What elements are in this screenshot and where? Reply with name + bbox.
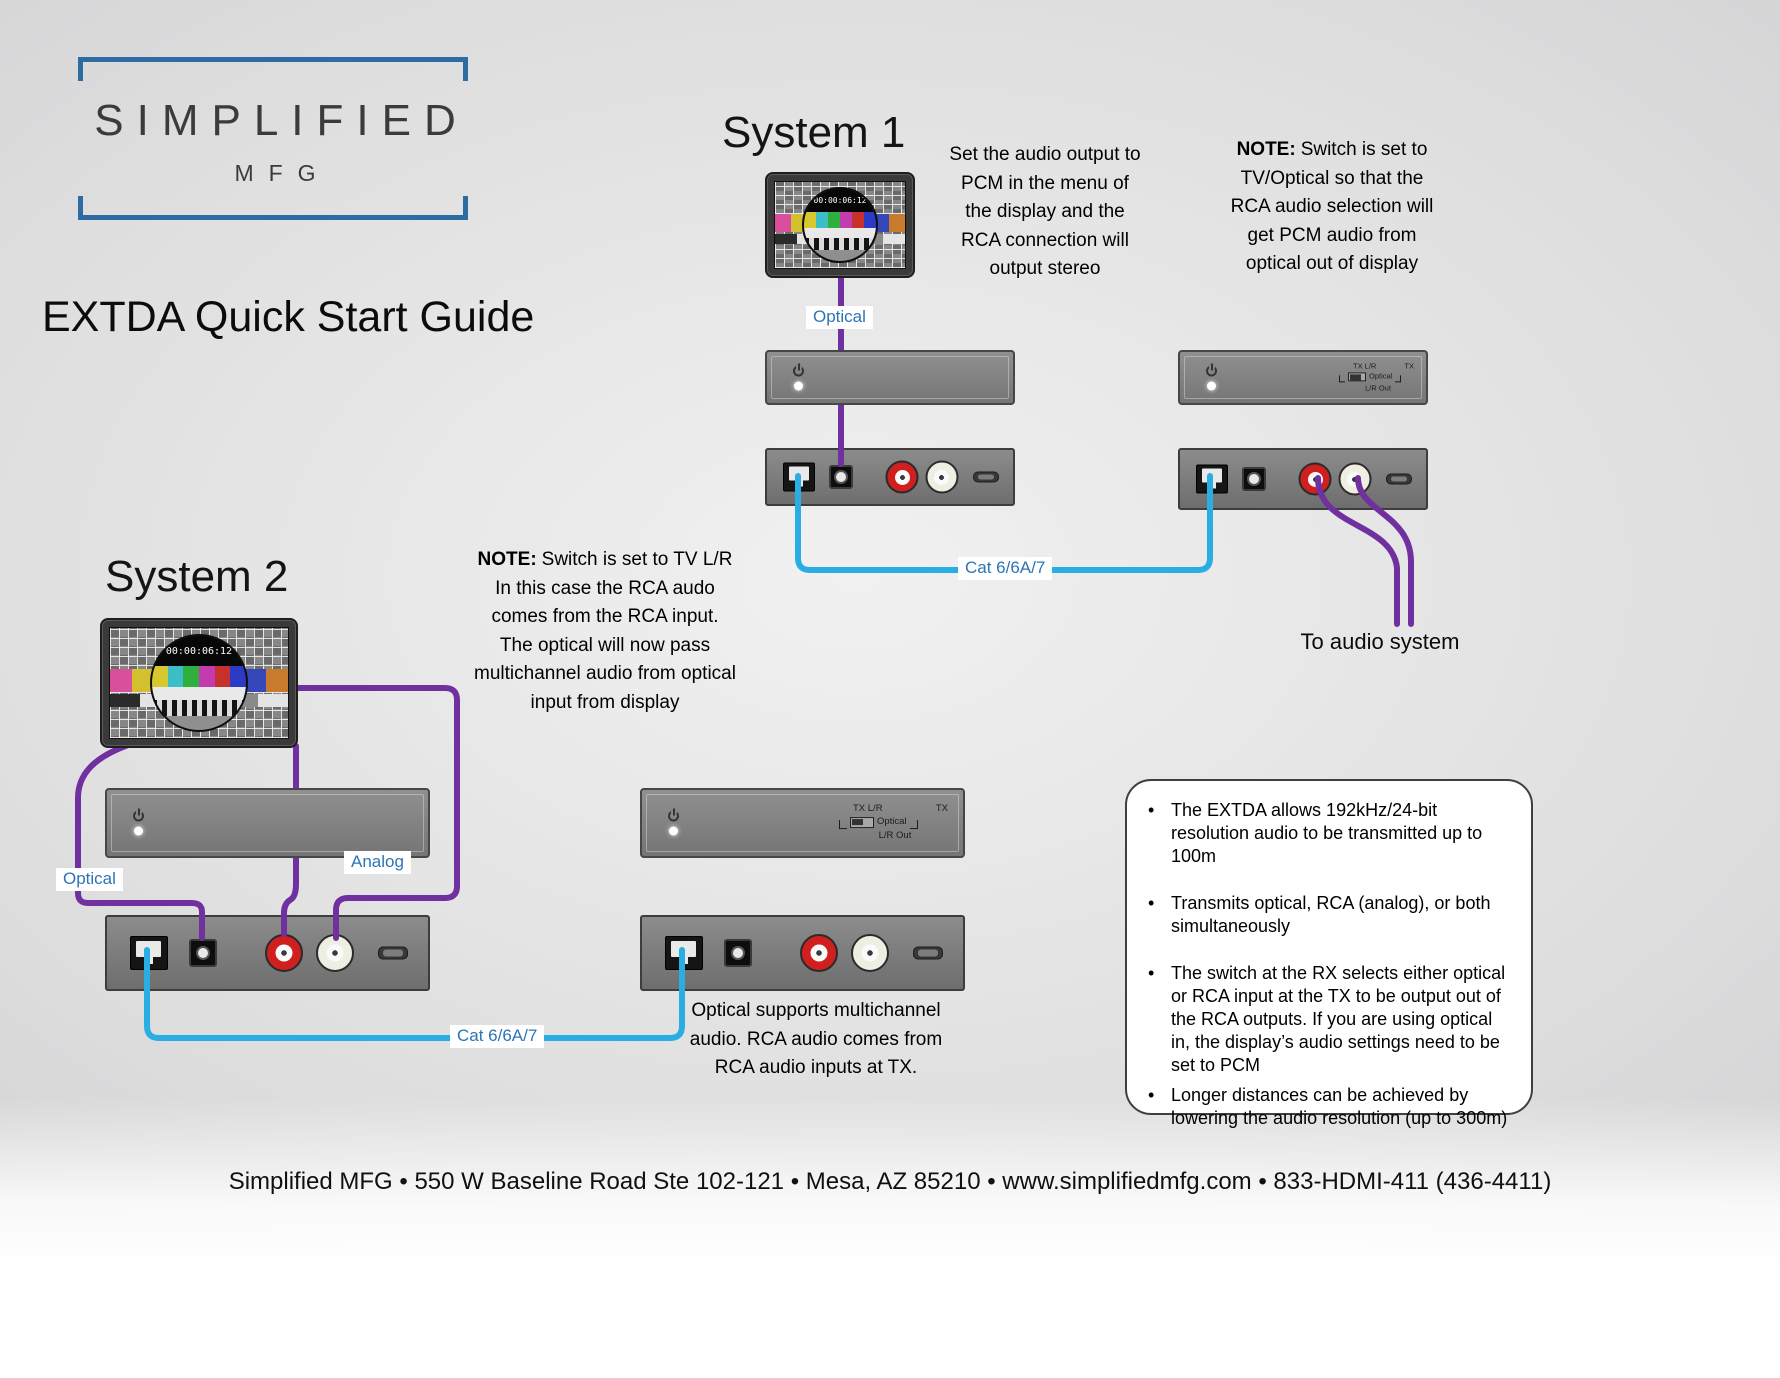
power-led bbox=[134, 826, 143, 836]
rca-white-port bbox=[315, 934, 354, 972]
extender-rear-s2-right bbox=[640, 915, 965, 991]
tv-timestamp-1: 00:00:06:12 bbox=[813, 196, 867, 206]
info-bullet: Longer distances can be achieved by lowe… bbox=[1137, 1084, 1515, 1130]
system1-heading: System 1 bbox=[722, 108, 906, 157]
rj45-port bbox=[129, 936, 168, 970]
audio-source-switch-panel: TX L/R TX Optical L/R Out bbox=[839, 803, 951, 842]
power-indicator bbox=[133, 810, 144, 836]
bracket-mark bbox=[909, 820, 918, 829]
note-text: Switch is set to TV/Optical so that the … bbox=[1230, 139, 1434, 274]
tv-display-1: 00:00:06:12 bbox=[765, 172, 915, 278]
usb-port bbox=[972, 471, 999, 483]
rca-white-port bbox=[925, 460, 959, 494]
bracket-mark bbox=[1395, 375, 1402, 383]
rj45-port bbox=[782, 462, 815, 492]
logo-bracket-bottom bbox=[78, 196, 468, 220]
tx-label: TX bbox=[1404, 360, 1414, 370]
optical-port bbox=[189, 939, 218, 967]
power-indicator bbox=[668, 810, 679, 836]
bracket-mark bbox=[839, 820, 847, 829]
selector-switch bbox=[850, 817, 874, 828]
power-icon bbox=[1206, 365, 1217, 376]
extender-rear-s1-right bbox=[1178, 448, 1428, 510]
info-bullet: Transmits optical, RCA (analog), or both… bbox=[1137, 892, 1515, 938]
rca-red-port bbox=[264, 934, 303, 972]
power-icon bbox=[668, 810, 679, 822]
rj45-port bbox=[664, 936, 703, 970]
power-indicator bbox=[1206, 365, 1217, 390]
info-bullet: The EXTDA allows 192kHz/24-bit resolutio… bbox=[1137, 799, 1515, 868]
test-pattern-circle: 00:00:06:12 bbox=[802, 187, 878, 263]
rca-white-port bbox=[1338, 462, 1372, 496]
optical-switch-label: Optical bbox=[1369, 371, 1393, 381]
test-pattern-1: 00:00:06:12 bbox=[774, 181, 906, 269]
usb-port bbox=[1385, 473, 1412, 485]
color-bars bbox=[152, 666, 246, 687]
system2-heading: System 2 bbox=[105, 552, 289, 601]
info-box: The EXTDA allows 192kHz/24-bit resolutio… bbox=[1125, 779, 1533, 1128]
logo-brand-text: SIMPLIFIED bbox=[94, 96, 469, 145]
cat-cable-label-s2: Cat 6/6A/7 bbox=[450, 1025, 545, 1048]
selector-switch bbox=[1348, 372, 1366, 382]
rca-red-port bbox=[1298, 462, 1332, 496]
tx-lr-label: TX L/R bbox=[1353, 360, 1377, 370]
optical-port bbox=[1241, 467, 1266, 491]
power-icon bbox=[133, 810, 144, 822]
note-text: Switch is set to TV L/R In this case the… bbox=[474, 549, 736, 713]
system2-optical-note: Optical supports multichannel audio. RCA… bbox=[689, 1000, 943, 1078]
system2-switch-note: NOTE:Switch is set to TV L/R In this cas… bbox=[474, 546, 736, 717]
optical-port bbox=[828, 465, 853, 489]
power-led bbox=[1207, 381, 1216, 390]
power-led bbox=[669, 826, 678, 836]
lr-out-label: L/R Out bbox=[878, 830, 912, 841]
power-icon bbox=[793, 365, 804, 376]
test-pattern-circle: 00:00:06:12 bbox=[150, 634, 248, 732]
optical-switch-label: Optical bbox=[877, 816, 907, 827]
optical-cable-label-s1: Optical bbox=[806, 306, 873, 329]
lr-out-label: L/R Out bbox=[1365, 383, 1391, 393]
optical-cable-label-s2: Optical bbox=[56, 868, 123, 891]
info-bullet: The switch at the RX selects either opti… bbox=[1137, 962, 1515, 1077]
system1-audio-note: Set the audio output to PCM in the menu … bbox=[949, 144, 1141, 279]
usb-port bbox=[377, 946, 408, 960]
system1-switch-note: NOTE:Switch is set to TV/Optical so that… bbox=[1228, 136, 1436, 279]
rca-red-port bbox=[885, 460, 919, 494]
rca-red-port bbox=[799, 934, 838, 972]
note-prefix: NOTE: bbox=[1236, 139, 1296, 160]
extender-top-view-s1-right: TX L/R TX Optical L/R Out bbox=[1178, 350, 1428, 405]
extender-rear-s2-left bbox=[105, 915, 430, 991]
tv-display-2: 00:00:06:12 bbox=[100, 618, 298, 748]
tx-lr-label: TX L/R bbox=[853, 803, 883, 815]
extender-top-view-s2-left bbox=[105, 788, 430, 858]
footer-text: Simplified MFG • 550 W Baseline Road Ste… bbox=[228, 1168, 1552, 1195]
extender-top-view-s2-right: TX L/R TX Optical L/R Out bbox=[640, 788, 965, 858]
color-bars bbox=[804, 212, 876, 228]
bracket-mark bbox=[1339, 375, 1345, 383]
logo-sub-text: MFG bbox=[234, 160, 331, 186]
extender-rear-s1-left bbox=[765, 448, 1015, 506]
test-pattern-2: 00:00:06:12 bbox=[109, 627, 289, 739]
footer-band bbox=[0, 1098, 1780, 1378]
power-led bbox=[794, 381, 803, 390]
usb-port bbox=[912, 946, 943, 960]
tv-timestamp-2: 00:00:06:12 bbox=[165, 645, 233, 657]
to-audio-system-label: To audio system bbox=[1300, 629, 1460, 654]
cat-cable-label-s1: Cat 6/6A/7 bbox=[958, 557, 1053, 580]
extender-top-view-s1-left bbox=[765, 350, 1015, 405]
logo-bracket-top bbox=[78, 57, 468, 81]
tx-label: TX bbox=[935, 803, 948, 815]
power-indicator bbox=[793, 365, 804, 390]
info-bullet-list: The EXTDA allows 192kHz/24-bit resolutio… bbox=[1137, 799, 1515, 1130]
optical-port bbox=[724, 939, 753, 967]
audio-source-switch-panel: TX L/R TX Optical L/R Out bbox=[1339, 360, 1417, 393]
note-prefix: NOTE: bbox=[477, 549, 537, 570]
page-title: EXTDA Quick Start Guide bbox=[42, 293, 535, 341]
analog-cable-label-s2: Analog bbox=[344, 851, 411, 874]
rj45-port bbox=[1195, 464, 1228, 494]
rca-white-port bbox=[850, 934, 889, 972]
